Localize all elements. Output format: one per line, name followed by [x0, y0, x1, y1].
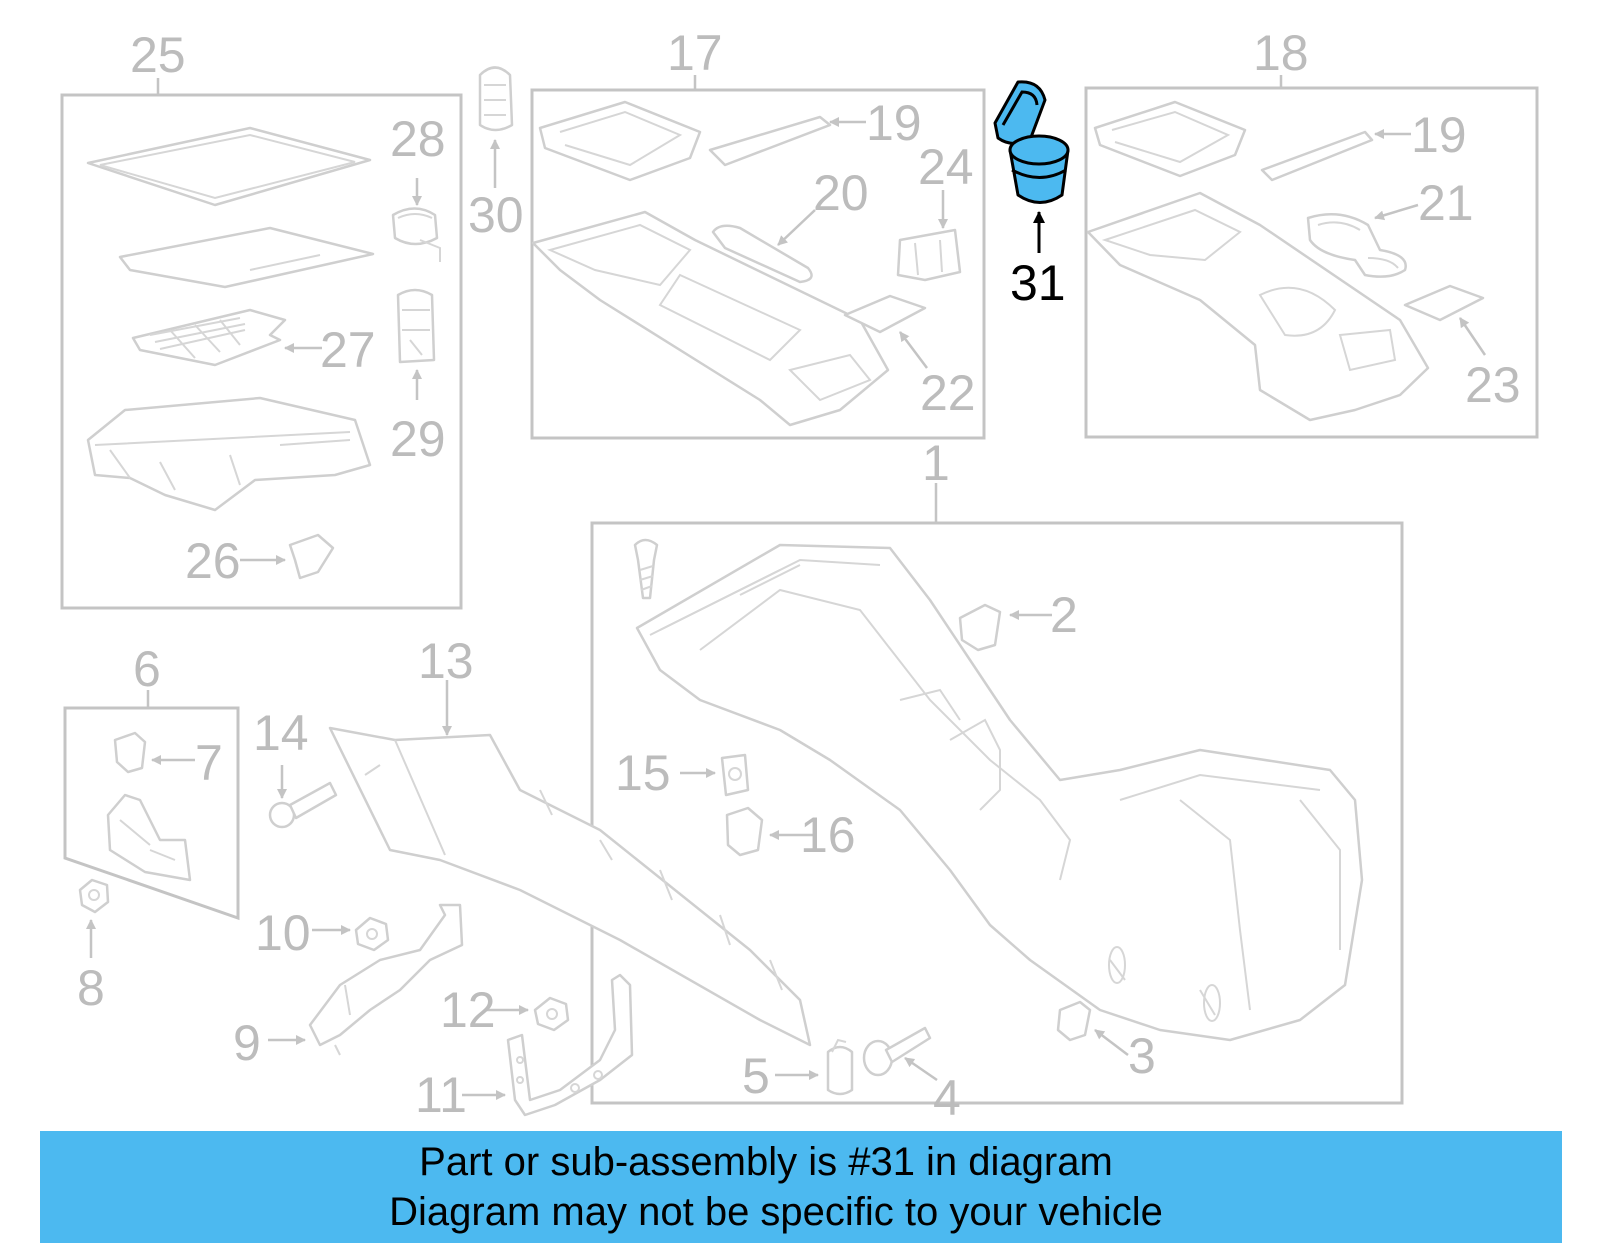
console-body-part [635, 543, 1364, 1042]
group-box-25 [60, 93, 463, 610]
bezel-20-part [711, 224, 813, 284]
nut-12-part [533, 996, 570, 1032]
push-pin-4-part [862, 1026, 932, 1077]
callout-3: 3 [1128, 1028, 1156, 1084]
clip-3-part [1056, 1000, 1092, 1042]
plug-30-part [478, 66, 514, 132]
callout-10: 10 [255, 905, 311, 961]
trim-bezel-17-part [538, 100, 702, 182]
trim-strip-19-part [708, 115, 832, 167]
info-banner: Part or sub-assembly is #31 in diagram D… [40, 1131, 1562, 1243]
callout-labels: 25 17 18 28 30 27 29 26 19 20 24 22 19 2… [77, 25, 1521, 1126]
storage-mat-part [131, 308, 287, 367]
group-box-6 [63, 706, 240, 921]
clip-7-part [113, 731, 147, 774]
nut-8-part [78, 878, 110, 914]
callout-12: 12 [440, 982, 496, 1038]
group-box-17 [530, 88, 986, 440]
callout-6: 6 [133, 641, 161, 697]
bracket-6-part [106, 793, 192, 882]
clip-26-part [288, 533, 335, 580]
callout-20: 20 [813, 165, 869, 221]
highlighted-part-31[interactable] [993, 80, 1070, 204]
mat-22-part [843, 294, 927, 334]
callout-11: 11 [415, 1067, 467, 1123]
callout-8: 8 [77, 960, 105, 1016]
console-cover-17-part [531, 210, 890, 427]
holder-24-part [896, 228, 962, 282]
clip-16-part [725, 806, 764, 857]
bracket-11-part [506, 973, 634, 1117]
callout-27: 27 [320, 322, 376, 378]
armrest-lid-part [86, 126, 372, 207]
callout-2: 2 [1050, 587, 1078, 643]
side-panel-13-part [328, 726, 812, 1047]
latch-29-part [396, 288, 436, 364]
group-box-1 [590, 521, 1404, 1105]
console-bin-part [86, 396, 372, 512]
nut-10-part [354, 916, 390, 952]
callout-19a: 19 [866, 95, 922, 151]
banner-part-note: Part or sub-assembly is #31 in diagram [419, 1140, 1113, 1184]
callout-30: 30 [468, 187, 524, 243]
callout-29: 29 [390, 411, 446, 467]
callout-25: 25 [130, 27, 186, 83]
callout-15: 15 [615, 745, 671, 801]
callout-26: 26 [185, 533, 241, 589]
callout-4: 4 [933, 1070, 961, 1126]
callout-14: 14 [253, 705, 309, 761]
screw-1-part [633, 538, 659, 600]
callout-16: 16 [800, 807, 856, 863]
trim-strip-19b-part [1260, 130, 1374, 182]
callout-13: 13 [418, 633, 474, 689]
bracket-9-part [308, 903, 464, 1056]
group-box-18 [1084, 86, 1539, 439]
callout-7: 7 [195, 735, 223, 791]
trim-bezel-18-part [1093, 100, 1247, 178]
callout-9: 9 [233, 1015, 261, 1071]
callout-18: 18 [1253, 25, 1309, 81]
callout-23: 23 [1465, 357, 1521, 413]
callout-1: 1 [922, 435, 950, 491]
cupholder-insert-21-part [1306, 213, 1407, 278]
armrest-pad-part [118, 226, 375, 289]
callout-28: 28 [390, 111, 446, 167]
callout-19b: 19 [1411, 107, 1467, 163]
callout-17: 17 [667, 25, 723, 81]
clip-2-part [958, 603, 1002, 652]
clip-5-part [826, 1038, 854, 1096]
callout-22: 22 [920, 365, 976, 421]
leader-lines [86, 75, 1487, 1100]
callout-21: 21 [1418, 175, 1474, 231]
mat-23-part [1403, 284, 1485, 322]
latch-28-part [391, 207, 441, 262]
callout-24: 24 [918, 139, 974, 195]
console-cover-18-part [1086, 191, 1430, 422]
callout-31: 31 [1010, 255, 1066, 311]
banner-disclaimer: Diagram may not be specific to your vehi… [389, 1190, 1163, 1234]
bolt-14-part [268, 781, 338, 829]
nut-15-part [720, 753, 750, 797]
callout-5: 5 [742, 1048, 770, 1104]
